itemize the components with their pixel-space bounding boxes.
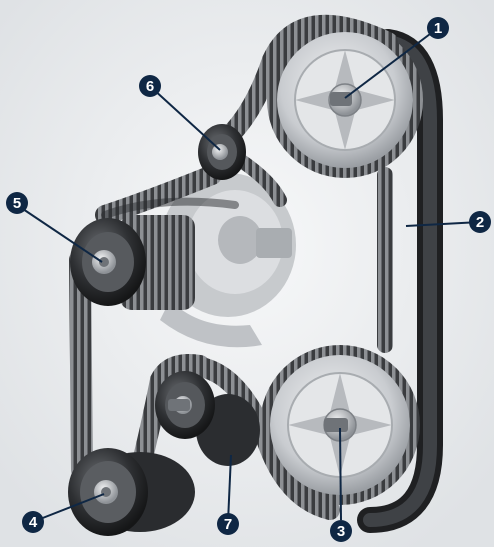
leader-line-7 [227,454,232,523]
callout-number: 2 [476,214,484,231]
callout-number: 4 [29,514,38,531]
leader-line-2 [405,221,481,227]
tensioner-pulley [70,215,195,310]
leader-lines [16,27,481,523]
callout-number: 7 [224,516,232,533]
leader-line-4 [34,493,105,522]
upper-camshaft-sprocket [267,22,423,178]
callout-3: 3 [330,520,352,542]
leader-line-5 [16,204,103,263]
callout-2: 2 [469,211,491,233]
callout-number: 5 [13,195,21,212]
lower-idler-pulley [68,448,195,536]
callout-number: 6 [146,78,154,95]
intermediate-pulley [155,371,260,466]
callout-number: 3 [337,523,345,540]
callout-4: 4 [22,511,44,533]
callout-number: 1 [434,20,442,37]
leader-line-6 [151,87,221,151]
leader-line-3 [339,427,342,521]
leader-line-1 [344,27,439,99]
callout-6: 6 [139,75,161,97]
callout-7: 7 [217,513,239,535]
callout-5: 5 [6,192,28,214]
upper-idler-pulley [198,124,246,180]
callout-1: 1 [427,17,449,39]
